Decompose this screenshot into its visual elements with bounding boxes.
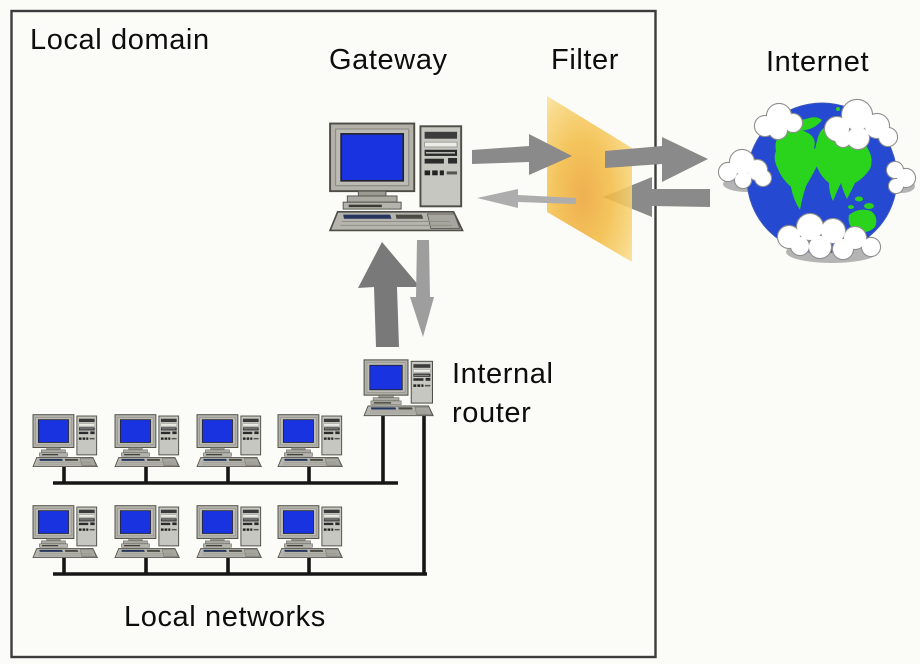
bus-stubs-row-2 <box>62 555 311 574</box>
internet-label: Internet <box>766 46 870 78</box>
gateway-label: Gateway <box>329 44 448 76</box>
internal-router-computer-icon <box>363 359 434 417</box>
internet-globe-icon <box>717 98 917 263</box>
workstation-computer-icon <box>277 414 343 468</box>
arrow-gateway-to-router-down <box>410 240 434 337</box>
bus-stubs-row-1 <box>62 464 311 483</box>
local-networks-label: Local networks <box>124 601 326 633</box>
clouds-fill <box>719 100 915 259</box>
workstation-computer-icon <box>114 414 180 468</box>
local-domain-box <box>10 9 657 659</box>
network-wiring <box>53 414 427 576</box>
filter-label: Filter <box>551 44 620 76</box>
arrow-gateway-to-filter <box>472 134 572 175</box>
gateway-computer-icon <box>329 122 464 232</box>
workstation-computer-icon <box>196 414 262 468</box>
arrow-filter-to-gateway <box>477 189 576 208</box>
workstation-computer-icon <box>196 505 262 559</box>
workstation-computer-icon <box>277 505 343 559</box>
workstation-computer-icon <box>114 505 180 559</box>
internal-router-label: Internal router <box>452 358 554 430</box>
arrow-router-to-gateway-up <box>358 242 420 347</box>
local-domain-label: Local domain <box>30 24 210 56</box>
workstation-computer-icon <box>32 505 98 559</box>
arrow-filter-to-internet <box>605 137 708 182</box>
workstation-computer-icon <box>32 414 98 468</box>
filter-panel <box>547 96 632 262</box>
